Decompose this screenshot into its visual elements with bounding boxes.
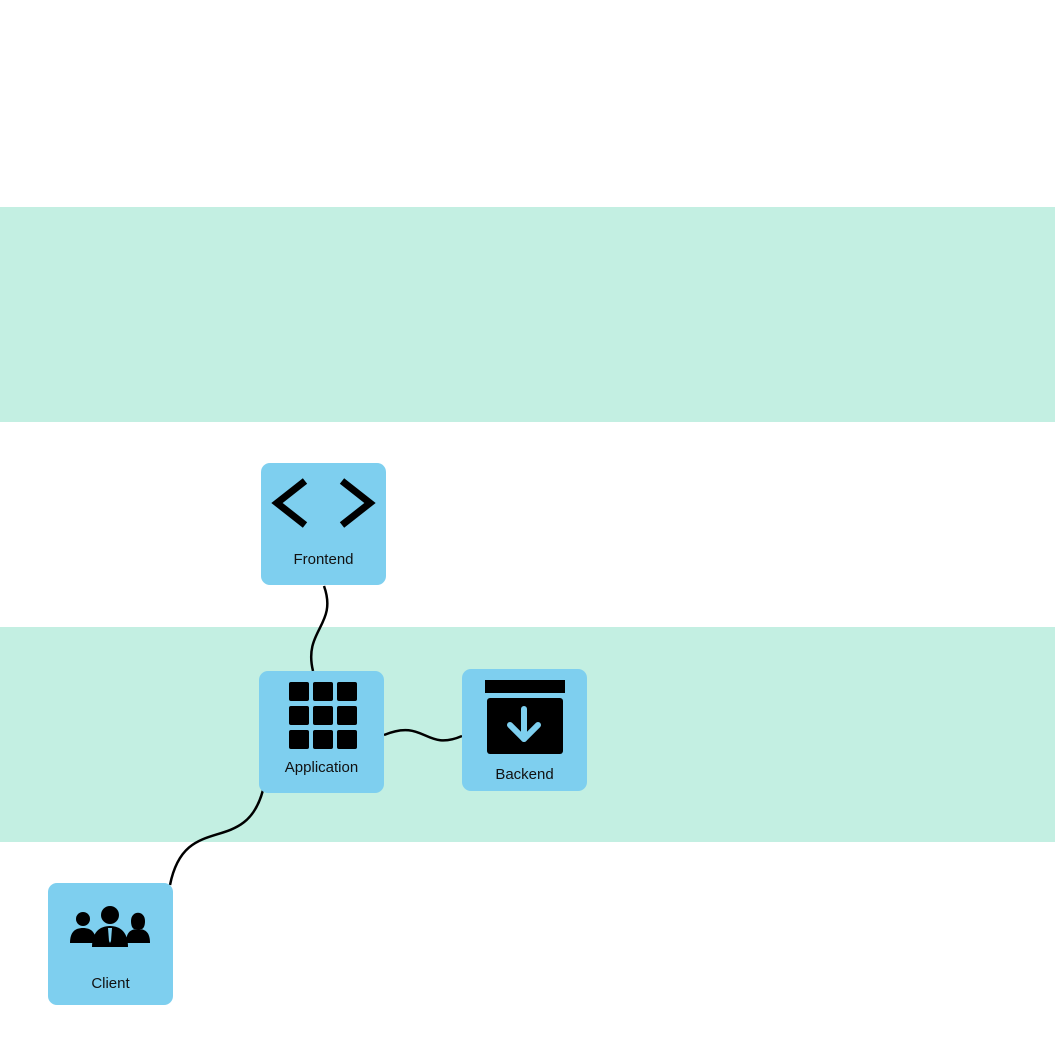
frontend-label: Frontend	[293, 551, 354, 568]
connector-application-client[interactable]	[168, 789, 265, 886]
client-node[interactable]: Client	[48, 883, 173, 1005]
code-brackets-icon	[271, 478, 376, 528]
application-label: Application	[284, 759, 359, 776]
backend-label: Backend	[495, 766, 554, 783]
client-label: Client	[91, 975, 130, 992]
grid-icon	[289, 682, 357, 749]
users-group-icon	[70, 906, 150, 947]
swimlane-band-top	[0, 207, 1055, 422]
archive-download-icon	[485, 680, 565, 754]
frontend-node[interactable]: Frontend	[261, 463, 386, 585]
connector-frontend-application[interactable]	[310, 585, 329, 672]
connector-application-backend[interactable]	[383, 728, 463, 742]
application-node[interactable]: Application	[259, 671, 384, 793]
backend-node[interactable]: Backend	[462, 669, 587, 791]
